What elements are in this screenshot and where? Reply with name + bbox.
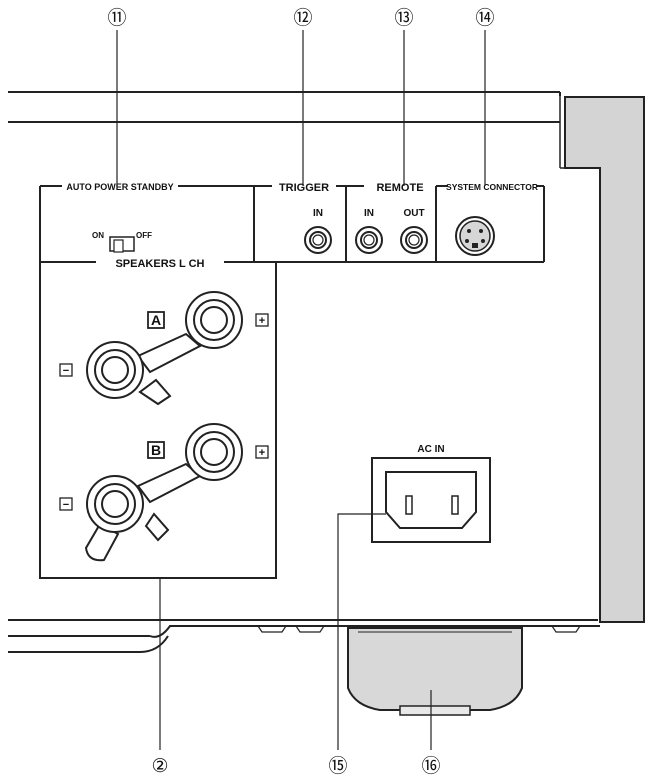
speaker-b-minus-sign: − — [63, 499, 69, 511]
callout-12: ⑫ — [293, 7, 312, 29]
remote-out-label: OUT — [403, 208, 424, 219]
ac-in-label: AC IN — [417, 444, 444, 455]
speaker-terminal-a[interactable]: A + − — [59, 291, 269, 406]
trigger-in-label: IN — [313, 208, 323, 219]
speaker-b-minus-post[interactable] — [84, 475, 170, 562]
remote-out-jack[interactable] — [400, 226, 428, 254]
switch-on-label: ON — [92, 231, 104, 240]
callout-13: ⑬ — [394, 7, 413, 29]
trigger-label: TRIGGER — [279, 182, 329, 194]
system-connector-port[interactable] — [455, 216, 495, 256]
speaker-a-plus-post[interactable] — [185, 291, 243, 349]
speaker-terminal-b[interactable]: B + − — [59, 423, 269, 562]
speaker-a-minus-sign: − — [63, 365, 69, 377]
chassis-notches — [257, 625, 581, 633]
callout-14: ⑭ — [475, 7, 494, 29]
speakers-label: SPEAKERS L CH — [115, 258, 204, 270]
trigger-in-jack[interactable] — [304, 226, 332, 254]
callout-numbers: ⑪ ⑫ ⑬ ⑭ ② ⑮ ⑯ — [107, 7, 494, 777]
ac-inlet[interactable] — [371, 457, 491, 543]
remote-label: REMOTE — [376, 182, 423, 194]
terminal-b-label: B — [151, 442, 161, 458]
speaker-a-plus-sign: + — [259, 315, 265, 327]
auto-power-standby-label: AUTO POWER STANDBY — [66, 182, 173, 192]
support-foot — [347, 627, 523, 716]
chassis — [8, 91, 600, 653]
switch-off-label: OFF — [136, 231, 152, 240]
callout-16: ⑯ — [421, 755, 440, 777]
auto-standby-switch[interactable]: ON OFF — [92, 231, 152, 253]
speaker-b-plus-sign: + — [259, 447, 265, 459]
callout-leaders — [116, 30, 486, 750]
remote-in-label: IN — [364, 208, 374, 219]
terminal-a-label: A — [151, 312, 161, 328]
speaker-a-minus-post[interactable] — [86, 341, 172, 406]
speaker-b-plus-post[interactable] — [185, 423, 243, 481]
callout-15: ⑮ — [328, 755, 347, 777]
side-cap — [564, 96, 645, 623]
upper-panel-frame — [39, 185, 545, 579]
system-connector-label: SYSTEM CONNECTOR — [446, 182, 538, 192]
remote-in-jack[interactable] — [355, 226, 383, 254]
callout-11: ⑪ — [107, 7, 126, 29]
callout-2: ② — [151, 755, 168, 777]
